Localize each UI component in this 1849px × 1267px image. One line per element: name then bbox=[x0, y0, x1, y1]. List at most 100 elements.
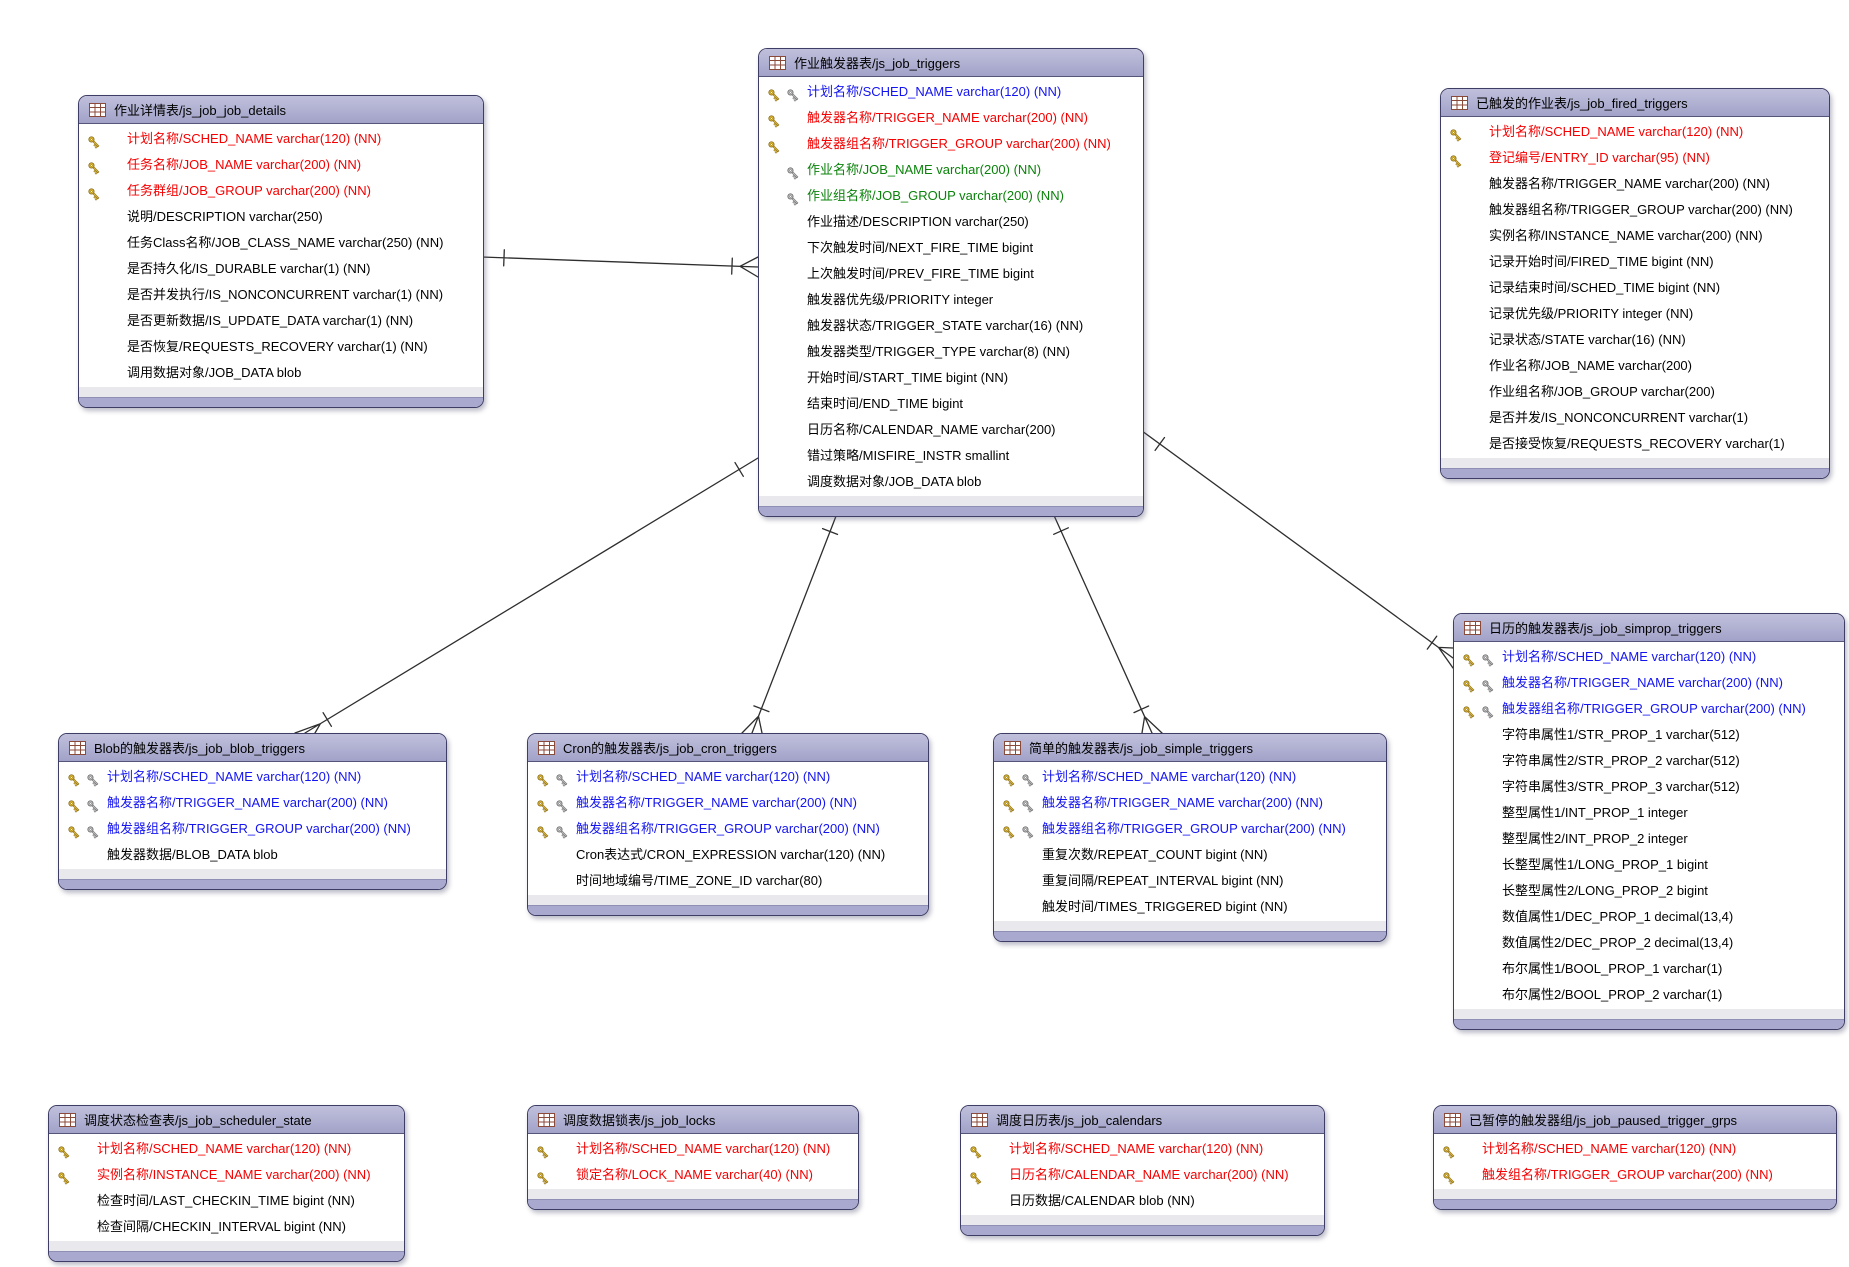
column-row[interactable]: 作业名称/JOB_NAME varchar(200) (NN) bbox=[759, 157, 1143, 183]
column-row[interactable]: 检查间隔/CHECKIN_INTERVAL bigint (NN) bbox=[49, 1214, 404, 1240]
column-row[interactable]: 作业名称/JOB_NAME varchar(200) bbox=[1441, 353, 1829, 379]
column-row[interactable]: 布尔属性2/BOOL_PROP_2 varchar(1) bbox=[1454, 982, 1844, 1008]
column-row[interactable]: 计划名称/SCHED_NAME varchar(120) (NN) bbox=[994, 764, 1386, 790]
column-row[interactable]: 记录开始时间/FIRED_TIME bigint (NN) bbox=[1441, 249, 1829, 275]
column-row[interactable]: 字符串属性3/STR_PROP_3 varchar(512) bbox=[1454, 774, 1844, 800]
column-row[interactable]: 计划名称/SCHED_NAME varchar(120) (NN) bbox=[759, 79, 1143, 105]
column-row[interactable]: 长整型属性2/LONG_PROP_2 bigint bbox=[1454, 878, 1844, 904]
column-row[interactable]: 布尔属性1/BOOL_PROP_1 varchar(1) bbox=[1454, 956, 1844, 982]
column-row[interactable]: 作业描述/DESCRIPTION varchar(250) bbox=[759, 209, 1143, 235]
column-row[interactable]: 记录状态/STATE varchar(16) (NN) bbox=[1441, 327, 1829, 353]
column-row[interactable]: 整型属性2/INT_PROP_2 integer bbox=[1454, 826, 1844, 852]
column-row[interactable]: 说明/DESCRIPTION varchar(250) bbox=[79, 204, 483, 230]
column-row[interactable]: 是否并发/IS_NONCONCURRENT varchar(1) bbox=[1441, 405, 1829, 431]
column-row[interactable]: 作业组名称/JOB_GROUP varchar(200) (NN) bbox=[759, 183, 1143, 209]
column-row[interactable]: 记录优先级/PRIORITY integer (NN) bbox=[1441, 301, 1829, 327]
column-row[interactable]: 触发器组名称/TRIGGER_GROUP varchar(200) (NN) bbox=[59, 816, 446, 842]
column-row[interactable]: 触发器组名称/TRIGGER_GROUP varchar(200) (NN) bbox=[1454, 696, 1844, 722]
column-row[interactable]: 时间地域编号/TIME_ZONE_ID varchar(80) bbox=[528, 868, 928, 894]
column-row[interactable]: 重复次数/REPEAT_COUNT bigint (NN) bbox=[994, 842, 1386, 868]
column-row[interactable]: 调度数据对象/JOB_DATA blob bbox=[759, 469, 1143, 495]
column-row[interactable]: 数值属性1/DEC_PROP_1 decimal(13,4) bbox=[1454, 904, 1844, 930]
column-row[interactable]: 开始时间/START_TIME bigint (NN) bbox=[759, 365, 1143, 391]
table-header-js_job_cron_triggers[interactable]: Cron的触发器表/js_job_cron_triggers bbox=[528, 734, 928, 762]
column-row[interactable]: 任务名称/JOB_NAME varchar(200) (NN) bbox=[79, 152, 483, 178]
table-header-js_job_scheduler_state[interactable]: 调度状态检查表/js_job_scheduler_state bbox=[49, 1106, 404, 1134]
column-row[interactable]: 触发器名称/TRIGGER_NAME varchar(200) (NN) bbox=[994, 790, 1386, 816]
column-row[interactable]: 字符串属性2/STR_PROP_2 varchar(512) bbox=[1454, 748, 1844, 774]
column-row[interactable]: 触发器状态/TRIGGER_STATE varchar(16) (NN) bbox=[759, 313, 1143, 339]
column-row[interactable]: 下次触发时间/NEXT_FIRE_TIME bigint bbox=[759, 235, 1143, 261]
column-row[interactable]: 触发器名称/TRIGGER_NAME varchar(200) (NN) bbox=[59, 790, 446, 816]
column-row[interactable]: 计划名称/SCHED_NAME varchar(120) (NN) bbox=[528, 1136, 858, 1162]
table-header-js_job_locks[interactable]: 调度数据锁表/js_job_locks bbox=[528, 1106, 858, 1134]
column-row[interactable]: 错过策略/MISFIRE_INSTR smallint bbox=[759, 443, 1143, 469]
column-row[interactable]: 是否接受恢复/REQUESTS_RECOVERY varchar(1) bbox=[1441, 431, 1829, 457]
column-row[interactable]: 计划名称/SCHED_NAME varchar(120) (NN) bbox=[1454, 644, 1844, 670]
column-row[interactable]: 记录结束时间/SCHED_TIME bigint (NN) bbox=[1441, 275, 1829, 301]
column-row[interactable]: 触发器名称/TRIGGER_NAME varchar(200) (NN) bbox=[759, 105, 1143, 131]
table-header-js_job_blob_triggers[interactable]: Blob的触发器表/js_job_blob_triggers bbox=[59, 734, 446, 762]
relation-triggers-to-blob[interactable] bbox=[294, 457, 759, 734]
column-row[interactable]: 触发器组名称/TRIGGER_GROUP varchar(200) (NN) bbox=[994, 816, 1386, 842]
column-row[interactable]: 计划名称/SCHED_NAME varchar(120) (NN) bbox=[1434, 1136, 1836, 1162]
column-row[interactable]: 触发器名称/TRIGGER_NAME varchar(200) (NN) bbox=[1454, 670, 1844, 696]
column-row[interactable]: 结束时间/END_TIME bigint bbox=[759, 391, 1143, 417]
column-row[interactable]: 实例名称/INSTANCE_NAME varchar(200) (NN) bbox=[1441, 223, 1829, 249]
column-row[interactable]: 计划名称/SCHED_NAME varchar(120) (NN) bbox=[49, 1136, 404, 1162]
column-row[interactable]: 计划名称/SCHED_NAME varchar(120) (NN) bbox=[961, 1136, 1324, 1162]
column-row[interactable]: 触发器类型/TRIGGER_TYPE varchar(8) (NN) bbox=[759, 339, 1143, 365]
table-header-js_job_simple_triggers[interactable]: 简单的触发器表/js_job_simple_triggers bbox=[994, 734, 1386, 762]
column-row[interactable]: 触发时间/TIMES_TRIGGERED bigint (NN) bbox=[994, 894, 1386, 920]
relation-triggers-to-simple[interactable] bbox=[1051, 510, 1163, 734]
column-row[interactable]: 日历数据/CALENDAR blob (NN) bbox=[961, 1188, 1324, 1214]
column-row[interactable]: 重复间隔/REPEAT_INTERVAL bigint (NN) bbox=[994, 868, 1386, 894]
column-row[interactable]: 计划名称/SCHED_NAME varchar(120) (NN) bbox=[1441, 119, 1829, 145]
column-row[interactable]: 触发器数据/BLOB_DATA blob bbox=[59, 842, 446, 868]
column-row[interactable]: 锁定名称/LOCK_NAME varchar(40) (NN) bbox=[528, 1162, 858, 1188]
relation-job_details-to-triggers[interactable] bbox=[481, 249, 759, 278]
table-header-js_job_job_details[interactable]: 作业详情表/js_job_job_details bbox=[79, 96, 483, 124]
column-row[interactable]: 字符串属性1/STR_PROP_1 varchar(512) bbox=[1454, 722, 1844, 748]
relation-triggers-to-cron[interactable] bbox=[741, 510, 839, 734]
table-header-js_job_calendars[interactable]: 调度日历表/js_job_calendars bbox=[961, 1106, 1324, 1134]
column-row[interactable]: 日历名称/CALENDAR_NAME varchar(200) (NN) bbox=[961, 1162, 1324, 1188]
column-row[interactable]: 计划名称/SCHED_NAME varchar(120) (NN) bbox=[528, 764, 928, 790]
column-row[interactable]: 整型属性1/INT_PROP_1 integer bbox=[1454, 800, 1844, 826]
column-row[interactable]: 触发器优先级/PRIORITY integer bbox=[759, 287, 1143, 313]
column-row[interactable]: 检查时间/LAST_CHECKIN_TIME bigint (NN) bbox=[49, 1188, 404, 1214]
table-header-js_job_triggers[interactable]: 作业触发器表/js_job_triggers bbox=[759, 49, 1143, 77]
column-row[interactable]: 调用数据对象/JOB_DATA blob bbox=[79, 360, 483, 386]
column-row[interactable]: 数值属性2/DEC_PROP_2 decimal(13,4) bbox=[1454, 930, 1844, 956]
table-header-js_job_simprop_triggers[interactable]: 日历的触发器表/js_job_simprop_triggers bbox=[1454, 614, 1844, 642]
column-row[interactable]: 触发器名称/TRIGGER_NAME varchar(200) (NN) bbox=[1441, 171, 1829, 197]
column-row[interactable]: 任务群组/JOB_GROUP varchar(200) (NN) bbox=[79, 178, 483, 204]
column-row[interactable]: 是否持久化/IS_DURABLE varchar(1) (NN) bbox=[79, 256, 483, 282]
column-row[interactable]: 日历名称/CALENDAR_NAME varchar(200) bbox=[759, 417, 1143, 443]
column-row[interactable]: 作业组名称/JOB_GROUP varchar(200) bbox=[1441, 379, 1829, 405]
column-row[interactable]: 长整型属性1/LONG_PROP_1 bigint bbox=[1454, 852, 1844, 878]
column-row[interactable]: Cron表达式/CRON_EXPRESSION varchar(120) (NN… bbox=[528, 842, 928, 868]
column-row[interactable]: 触发器组名称/TRIGGER_GROUP varchar(200) (NN) bbox=[759, 131, 1143, 157]
column-row[interactable]: 计划名称/SCHED_NAME varchar(120) (NN) bbox=[59, 764, 446, 790]
column-row[interactable]: 上次触发时间/PREV_FIRE_TIME bigint bbox=[759, 261, 1143, 287]
column-row[interactable]: 任务Class名称/JOB_CLASS_NAME varchar(250) (N… bbox=[79, 230, 483, 256]
table-header-js_job_fired_triggers[interactable]: 已触发的作业表/js_job_fired_triggers bbox=[1441, 89, 1829, 117]
column-row[interactable]: 计划名称/SCHED_NAME varchar(120) (NN) bbox=[79, 126, 483, 152]
column-row[interactable]: 是否恢复/REQUESTS_RECOVERY varchar(1) (NN) bbox=[79, 334, 483, 360]
column-row[interactable]: 是否更新数据/IS_UPDATE_DATA varchar(1) (NN) bbox=[79, 308, 483, 334]
relation-triggers-to-simprop[interactable] bbox=[1141, 430, 1454, 669]
column-row[interactable]: 是否并发执行/IS_NONCONCURRENT varchar(1) (NN) bbox=[79, 282, 483, 308]
column-row[interactable]: 触发器组名称/TRIGGER_GROUP varchar(200) (NN) bbox=[1441, 197, 1829, 223]
